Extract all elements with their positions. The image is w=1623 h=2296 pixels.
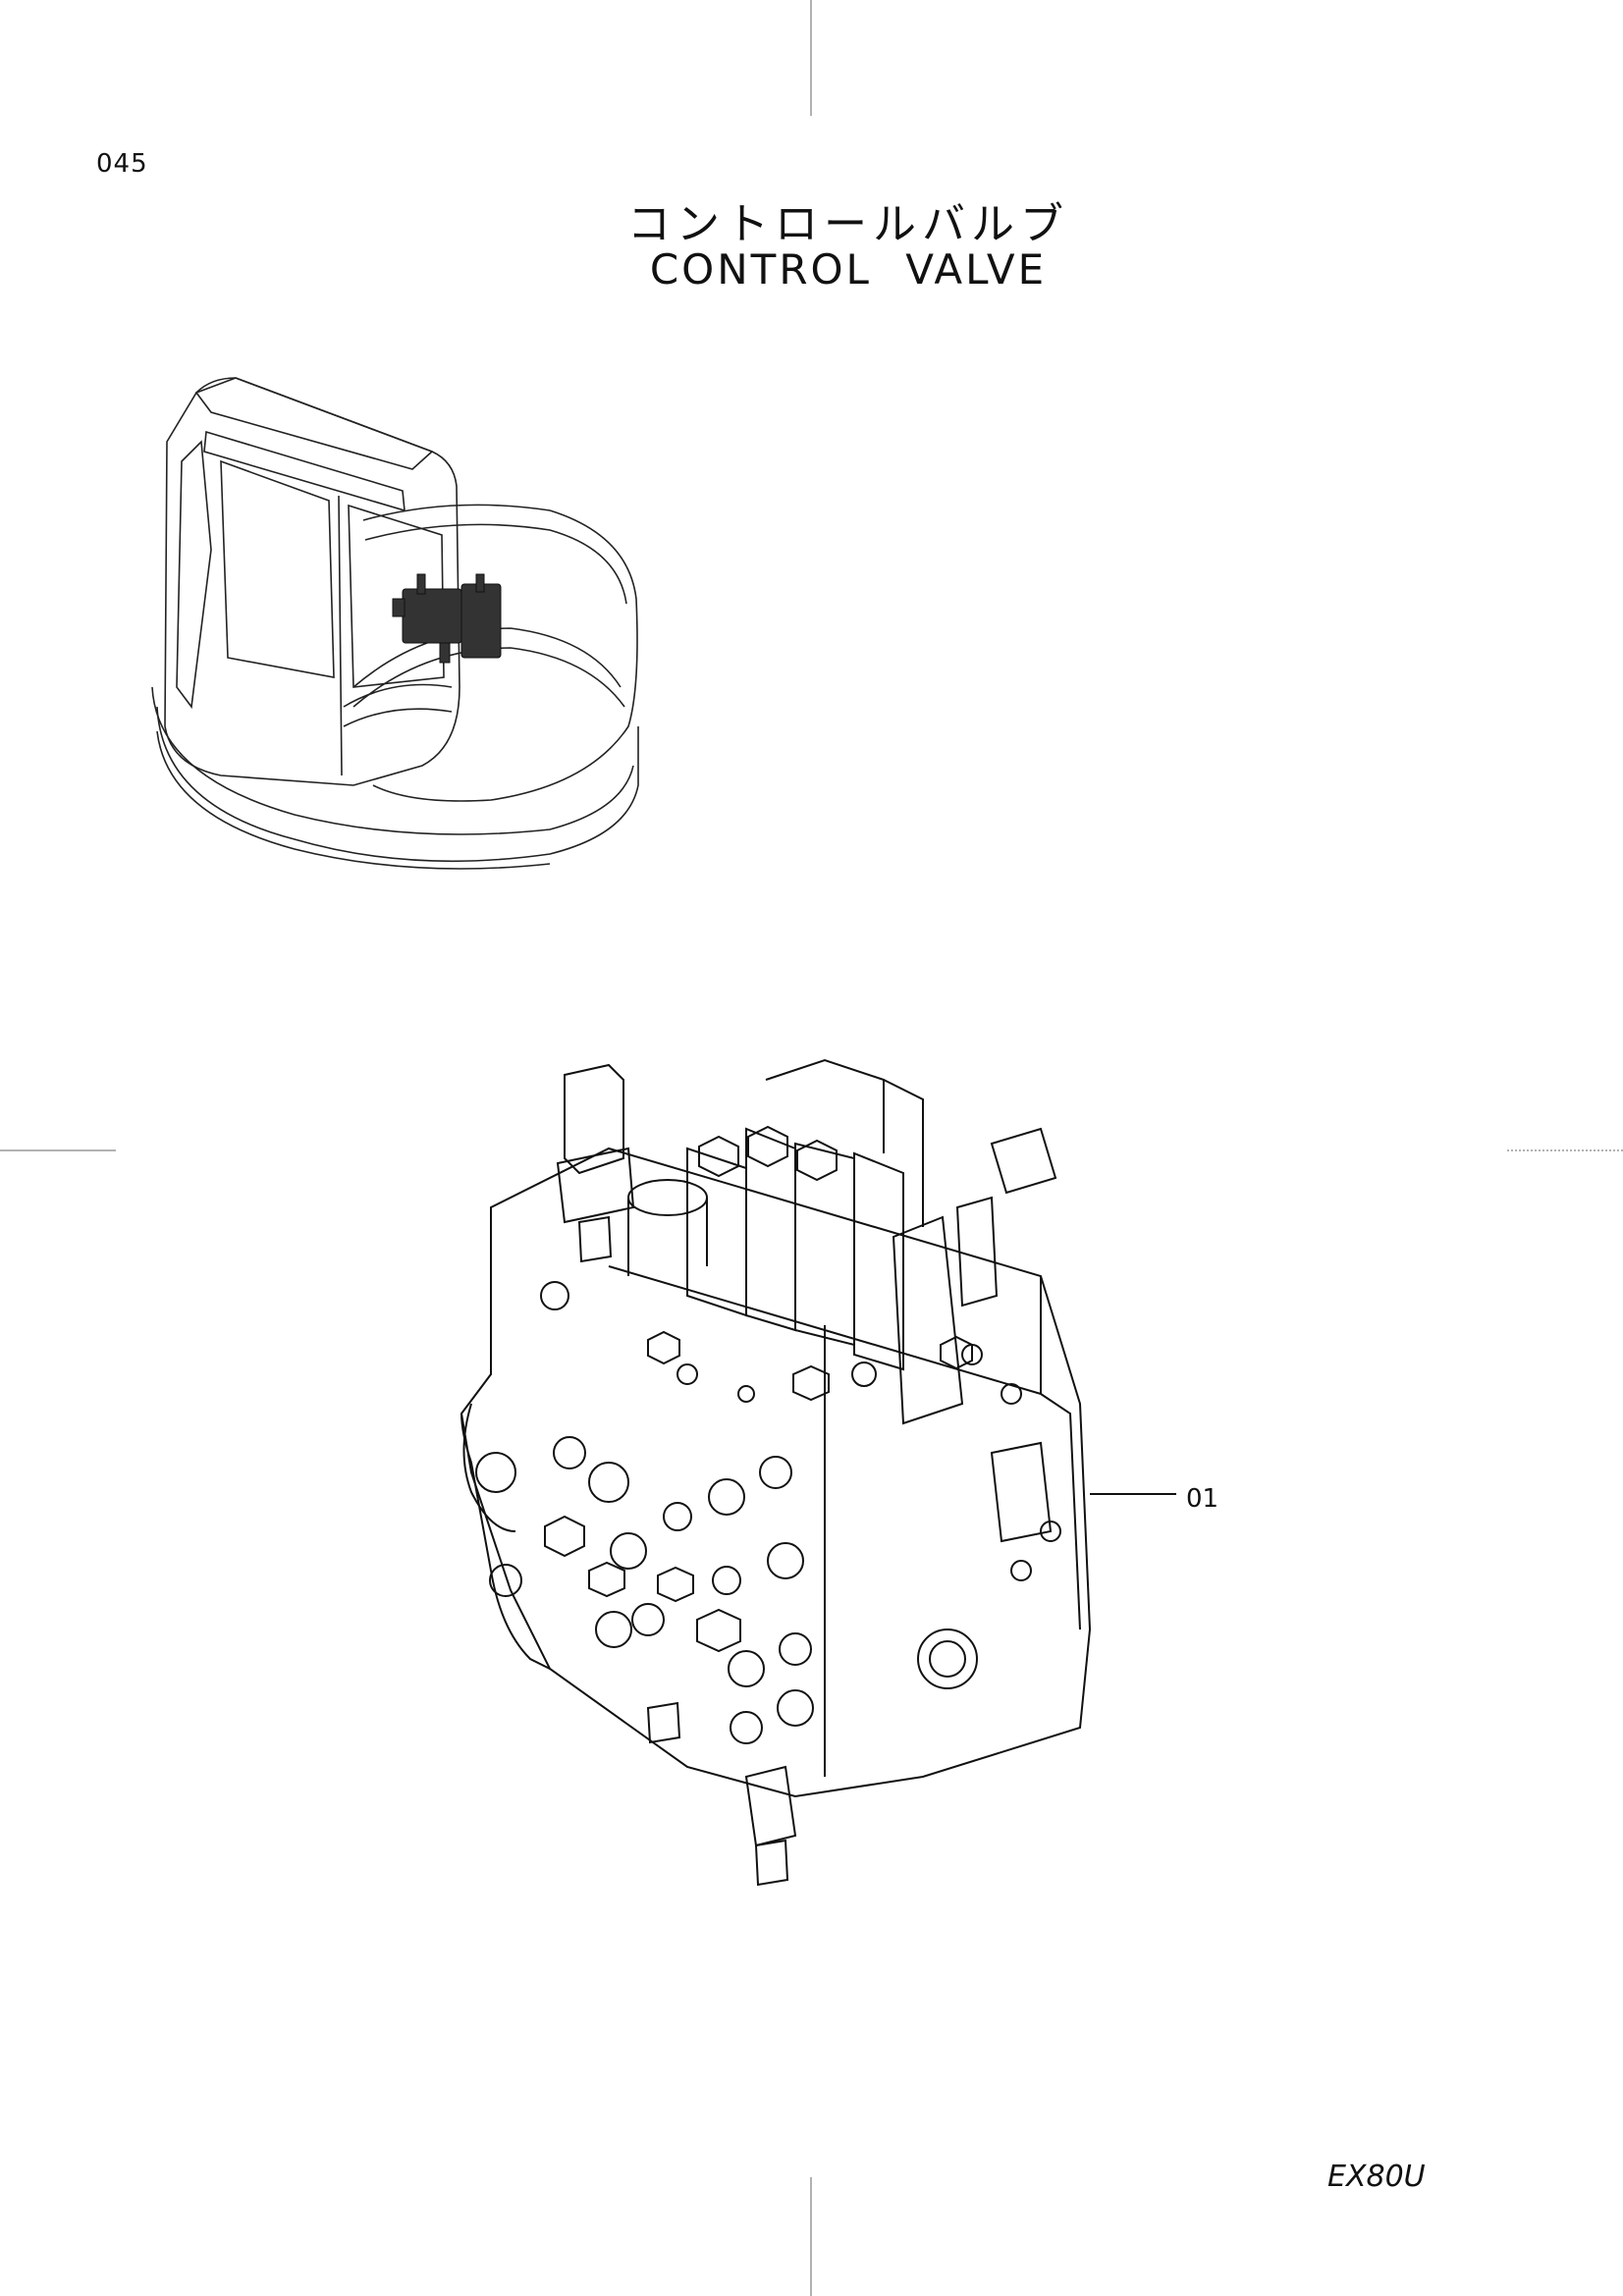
model-number: EX80U xyxy=(1327,2160,1426,2194)
page-title-english: CONTROL VALVE xyxy=(649,245,1048,294)
control-valve-outline xyxy=(460,1058,1092,1887)
hex-bolts xyxy=(544,1125,973,1653)
valve-location-marker xyxy=(392,573,502,664)
excavator-outline xyxy=(151,377,639,870)
callout-label-01: 01 xyxy=(1186,1484,1219,1514)
page-code: 045 xyxy=(96,149,148,179)
page-title-japanese: コントロールバルブ xyxy=(627,199,1069,249)
valve-ports xyxy=(475,1281,1061,1744)
